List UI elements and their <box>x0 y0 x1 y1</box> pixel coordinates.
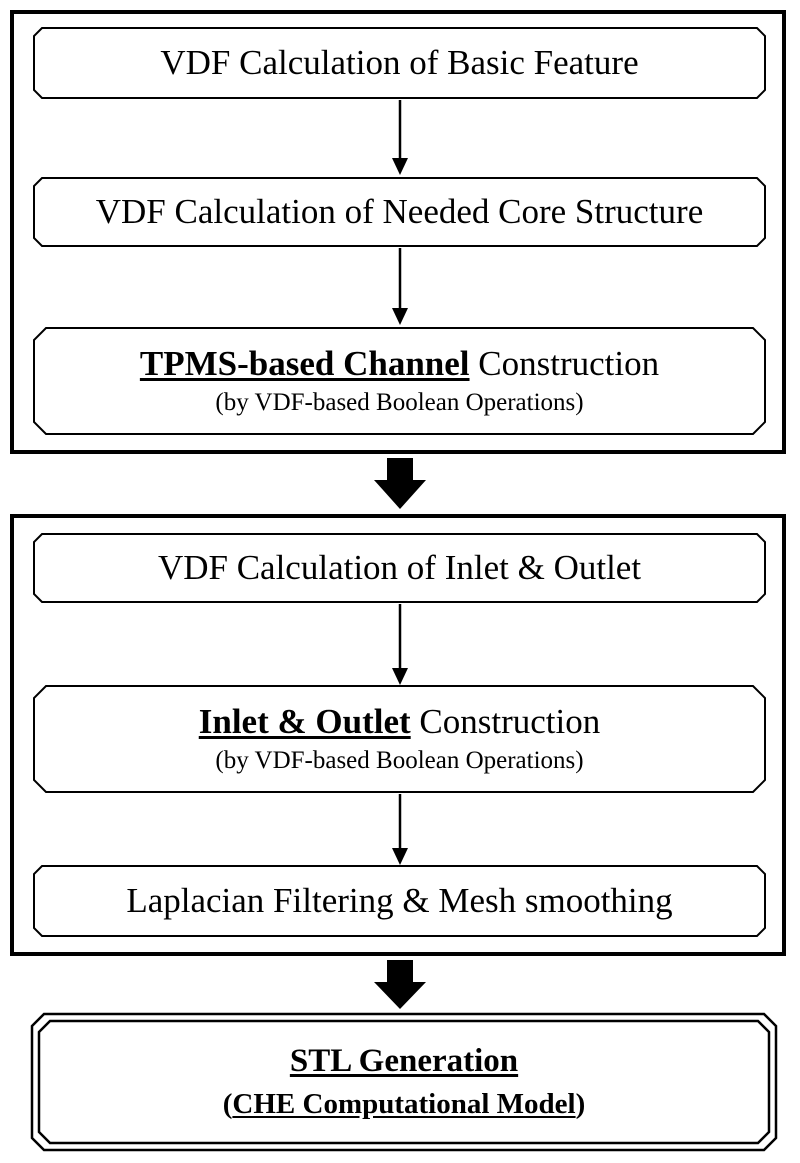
step-inlet-outlet-vdf-label: VDF Calculation of Inlet & Outlet <box>157 547 642 587</box>
step-inlet-outlet-construction: Inlet & Outlet Construction (by VDF-base… <box>32 684 767 794</box>
step-inlet-outlet-bold-label: Inlet & Outlet <box>198 701 411 741</box>
step-tpms-channel-bold-label: TPMS-based Channel <box>139 343 470 383</box>
arrow-3 <box>392 604 408 685</box>
block-arrow-1 <box>374 458 426 509</box>
final-stl-generation-shape <box>30 1012 778 1152</box>
arrow-4 <box>392 794 408 865</box>
step-laplacian-label: Laplacian Filtering & Mesh smoothing <box>126 880 673 920</box>
arrow-1 <box>392 100 408 175</box>
step-inlet-outlet-label: Construction <box>410 701 601 741</box>
step-tpms-channel-note: (by VDF-based Boolean Operations) <box>215 389 584 417</box>
step-core-structure-label: VDF Calculation of Needed Core Structure <box>95 191 704 231</box>
arrow-2 <box>392 248 408 325</box>
step-tpms-channel: TPMS-based Channel Construction (by VDF-… <box>32 326 767 436</box>
step-core-structure-shape <box>33 177 766 247</box>
block-arrow-2 <box>374 960 426 1009</box>
step-inlet-outlet-construction-shape <box>33 685 766 793</box>
final-title: STL Generation <box>289 1043 519 1079</box>
step-inlet-outlet-vdf-shape <box>33 533 766 603</box>
step-basic-feature-label: VDF Calculation of Basic Feature <box>160 42 639 82</box>
final-subtitle-line: (CHE Computational Model) <box>223 1088 586 1121</box>
step-laplacian-shape <box>33 865 766 937</box>
step-basic-feature-shape <box>33 27 766 99</box>
group-2-frame <box>10 514 786 956</box>
final-subtitle-close: ) <box>575 1088 586 1120</box>
step-tpms-channel-shape <box>33 327 766 435</box>
step-basic-feature: VDF Calculation of Basic Feature <box>32 26 767 100</box>
final-subtitle-open: ( <box>222 1088 233 1120</box>
group-1-frame <box>10 10 786 454</box>
final-subtitle: CHE Computational Model <box>232 1088 576 1120</box>
step-inlet-outlet-vdf: VDF Calculation of Inlet & Outlet <box>32 532 767 604</box>
step-tpms-channel-label: Construction <box>469 343 660 383</box>
step-core-structure: VDF Calculation of Needed Core Structure <box>32 176 767 248</box>
final-stl-generation: STL Generation (CHE Computational Model) <box>30 1012 778 1152</box>
step-laplacian: Laplacian Filtering & Mesh smoothing <box>32 864 767 938</box>
step-inlet-outlet-note: (by VDF-based Boolean Operations) <box>215 747 584 775</box>
